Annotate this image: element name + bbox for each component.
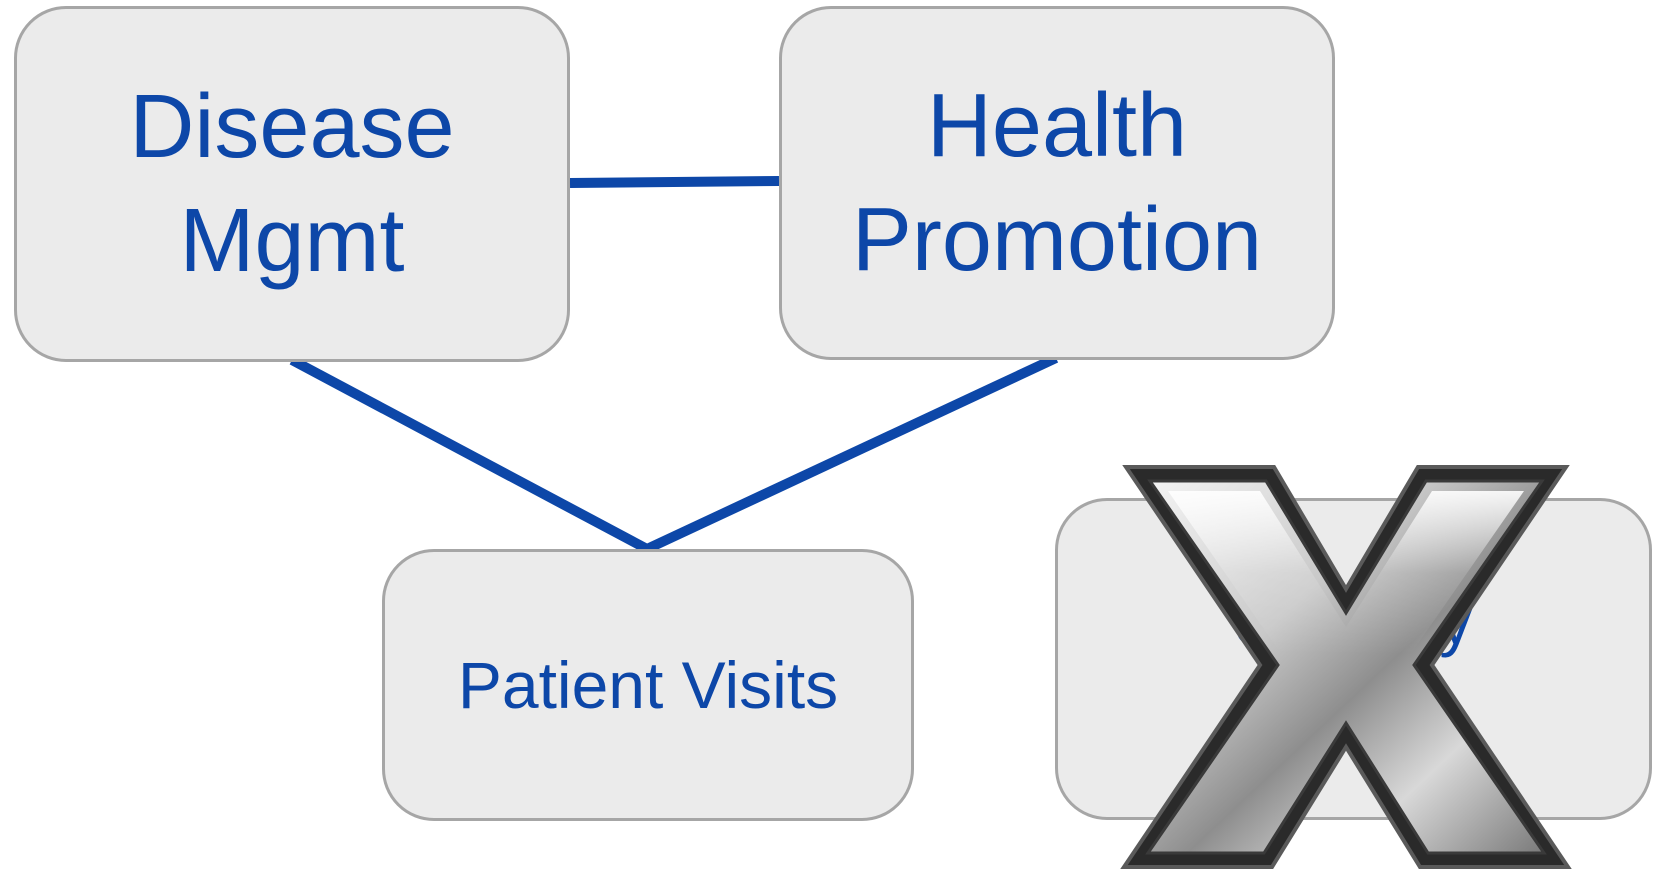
node-health-promotion-line2: Promotion bbox=[851, 190, 1263, 290]
connector-disease-visits bbox=[289, 355, 650, 554]
node-disease-mgmt-line1: Disease bbox=[129, 77, 455, 177]
node-disease-mgmt: Disease Mgmt bbox=[14, 6, 570, 362]
node-health-promotion-line1: Health bbox=[926, 76, 1188, 176]
node-health-promotion-label: Health Promotion bbox=[852, 69, 1262, 297]
node-patient-visits-label: Patient Visits bbox=[457, 648, 839, 722]
connector-disease-health bbox=[569, 176, 780, 188]
x-mark-highlight bbox=[1168, 491, 1524, 655]
node-patient-visits: Patient Visits bbox=[382, 549, 914, 821]
node-health-promotion: Health Promotion bbox=[779, 6, 1335, 360]
connector-health-visits bbox=[644, 353, 1059, 554]
crossed-out-x-icon bbox=[1120, 465, 1572, 869]
node-disease-mgmt-line2: Mgmt bbox=[179, 191, 405, 291]
node-disease-mgmt-label: Disease Mgmt bbox=[129, 70, 454, 298]
